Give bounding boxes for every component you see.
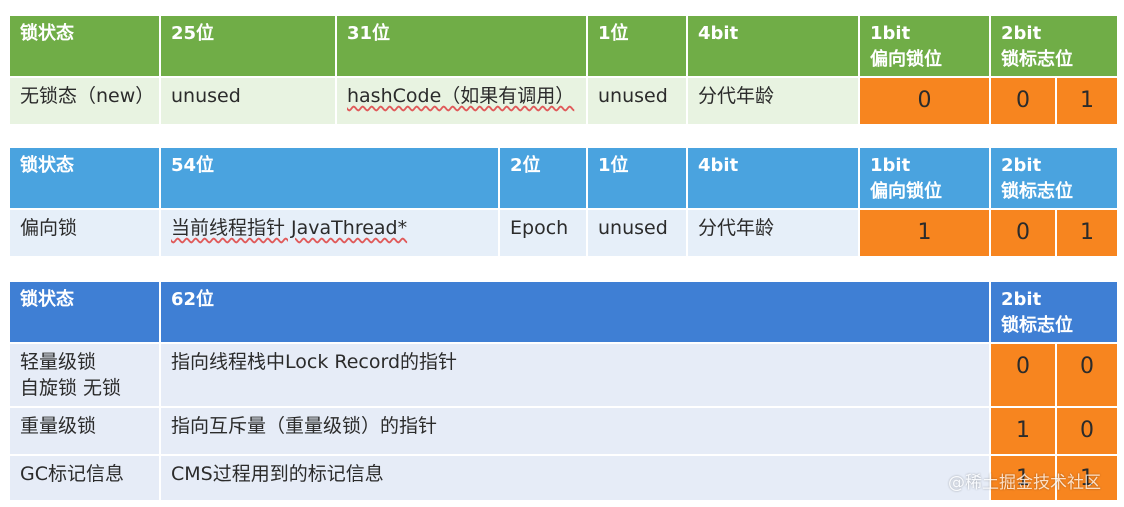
t3-header-lock-flag: 2bit 锁标志位 (991, 282, 1117, 342)
t2-cell-flag-2: 1 (1057, 210, 1117, 256)
t2-cell-state: 偏向锁 (10, 210, 159, 256)
t1-cell-biased-bit: 0 (860, 78, 989, 124)
t1-cell-31bit-text: hashCode（如果有调用） (347, 85, 575, 107)
t1-header-state: 锁状态 (10, 16, 159, 76)
t2-header-4bit: 4bit (688, 148, 858, 208)
t1-header-1bit: 1位 (588, 16, 686, 76)
t3-row1-state: 轻量级锁 自旋锁 无锁 (10, 344, 159, 406)
t3-row1-desc: 指向线程栈中Lock Record的指针 (161, 344, 989, 406)
t3-row2-flag-1: 1 (991, 408, 1055, 454)
t1-cell-flag-2: 1 (1057, 78, 1117, 124)
t1-cell-25bit: unused (161, 78, 335, 124)
t1-header-4bit: 4bit (688, 16, 858, 76)
t2-cell-2bit: Epoch (500, 210, 586, 256)
t3-header-62bit: 62位 (161, 282, 989, 342)
t3-row3-flag-1: 1 (991, 456, 1055, 500)
t2-header-lock-flag: 2bit 锁标志位 (991, 148, 1117, 208)
t1-cell-flag-1: 0 (991, 78, 1055, 124)
t3-row3-state: GC标记信息 (10, 456, 159, 500)
t2-header-biased-bit: 1bit 偏向锁位 (860, 148, 989, 208)
t2-cell-54bit-text: 当前线程指针 JavaThread* (171, 217, 408, 239)
t2-cell-biased-bit: 1 (860, 210, 989, 256)
t2-header-2bit: 2位 (500, 148, 586, 208)
t1-header-biased-bit: 1bit 偏向锁位 (860, 16, 989, 76)
t1-header-31bit: 31位 (337, 16, 586, 76)
t2-cell-flag-1: 0 (991, 210, 1055, 256)
t2-header-1bit: 1位 (588, 148, 686, 208)
t1-header-lock-flag: 2bit 锁标志位 (991, 16, 1117, 76)
t3-header-state: 锁状态 (10, 282, 159, 342)
t2-cell-4bit: 分代年龄 (688, 210, 858, 256)
t1-cell-31bit: hashCode（如果有调用） (337, 78, 586, 124)
t2-cell-54bit: 当前线程指针 JavaThread* (161, 210, 498, 256)
t1-cell-4bit: 分代年龄 (688, 78, 858, 124)
t3-row3-flag-2: 1 (1057, 456, 1117, 500)
t1-cell-1bit: unused (588, 78, 686, 124)
t3-row1-flag-2: 0 (1057, 344, 1117, 406)
t2-header-state: 锁状态 (10, 148, 159, 208)
t3-row2-state: 重量级锁 (10, 408, 159, 454)
t3-row3-desc: CMS过程用到的标记信息 (161, 456, 989, 500)
watermark: @稀土掘金技术社区 (948, 473, 1101, 493)
t1-cell-state: 无锁态（new） (10, 78, 159, 124)
t3-row2-flag-2: 0 (1057, 408, 1117, 454)
t3-row2-desc: 指向互斥量（重量级锁）的指针 (161, 408, 989, 454)
t1-header-25bit: 25位 (161, 16, 335, 76)
t2-header-54bit: 54位 (161, 148, 498, 208)
t3-row1-flag-1: 0 (991, 344, 1055, 406)
t2-cell-1bit: unused (588, 210, 686, 256)
